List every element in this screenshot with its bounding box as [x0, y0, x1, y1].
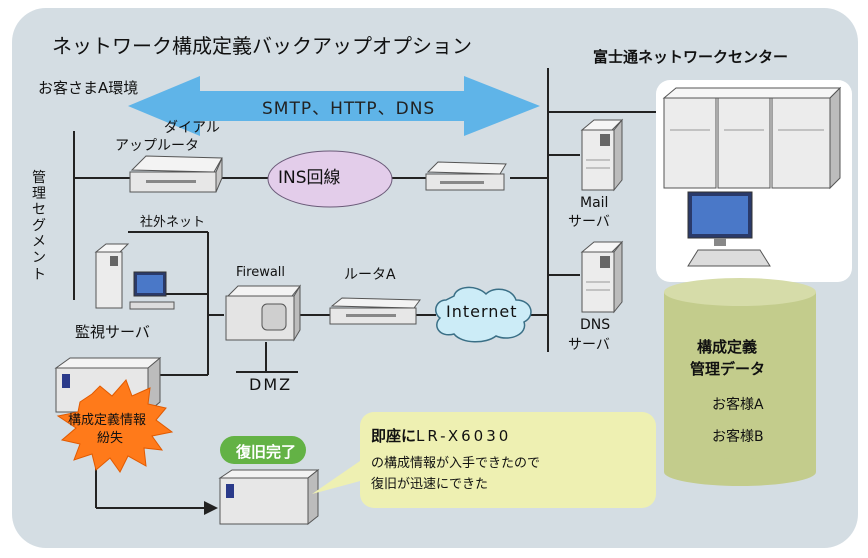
protocol-label: SMTP、HTTP、DNS — [262, 99, 436, 119]
dialup-router-label-2: アップルータ — [115, 138, 199, 154]
dns-server-icon — [580, 240, 624, 314]
callout-line-3: 復旧が迅速にできた — [371, 477, 489, 492]
center-pc-icon — [687, 191, 771, 267]
restore-arrow-head — [204, 501, 218, 515]
internet-label: Internet — [446, 302, 518, 321]
diagram-title: ネットワーク構成定義バックアップオプション — [52, 34, 472, 58]
config-database-cylinder — [664, 278, 816, 486]
dialup-router-label-1: ダイアル — [164, 120, 220, 136]
restore-badge-bg — [220, 436, 306, 464]
internet-cloud — [435, 286, 532, 343]
protocol-double-arrow — [128, 76, 540, 136]
ins-line-ellipse — [267, 150, 393, 208]
lost-label-1: 構成定義情報 — [68, 413, 147, 428]
customer-env-label: お客さまA環境 — [38, 79, 139, 97]
dns-server-label-1: DNS — [580, 317, 611, 333]
database-title-2: 管理データ — [690, 360, 766, 378]
firewall-label: Firewall — [236, 265, 286, 280]
callout-emphasis: 即座に — [371, 427, 417, 445]
network-lines — [73, 68, 660, 509]
database-customer-b: お客様B — [712, 429, 764, 445]
restored-router-device-icon — [218, 468, 320, 526]
mail-server-icon — [580, 118, 624, 192]
lost-label-2: 紛失 — [97, 431, 124, 446]
lost-alert-burst — [56, 379, 174, 473]
ins-line-label: INS回線 — [278, 168, 341, 188]
mail-server-label-2: サーバ — [568, 214, 610, 230]
callout-product: LR-X6030 — [416, 427, 512, 445]
router-a-label: ルータA — [344, 267, 396, 283]
firewall-icon — [225, 284, 302, 342]
dns-server-label-2: サーバ — [568, 337, 610, 353]
speech-callout — [312, 412, 656, 508]
ins-router-icon — [425, 161, 507, 191]
dmz-label: DMZ — [249, 375, 293, 394]
management-segment-label: 管理セグメント — [32, 170, 46, 283]
monitor-server-icon — [94, 243, 175, 310]
callout-line-1: 即座にLR-X6030 — [371, 429, 511, 444]
monitor-server-label: 監視サーバ — [75, 323, 150, 341]
restore-badge-label: 復旧完了 — [236, 443, 297, 461]
router-a-icon — [329, 297, 421, 325]
center-title: 富士通ネットワークセンター — [593, 48, 789, 66]
mail-server-label-1: Mail — [580, 195, 609, 211]
dialup-router-icon — [129, 155, 223, 193]
database-customer-a: お客様A — [712, 397, 764, 413]
database-title-1: 構成定義 — [697, 338, 758, 356]
center-server-racks-icon — [662, 86, 842, 190]
callout-line-2: の構成情報が入手できたので — [371, 456, 541, 471]
external-net-label: 社外ネット — [140, 215, 206, 230]
